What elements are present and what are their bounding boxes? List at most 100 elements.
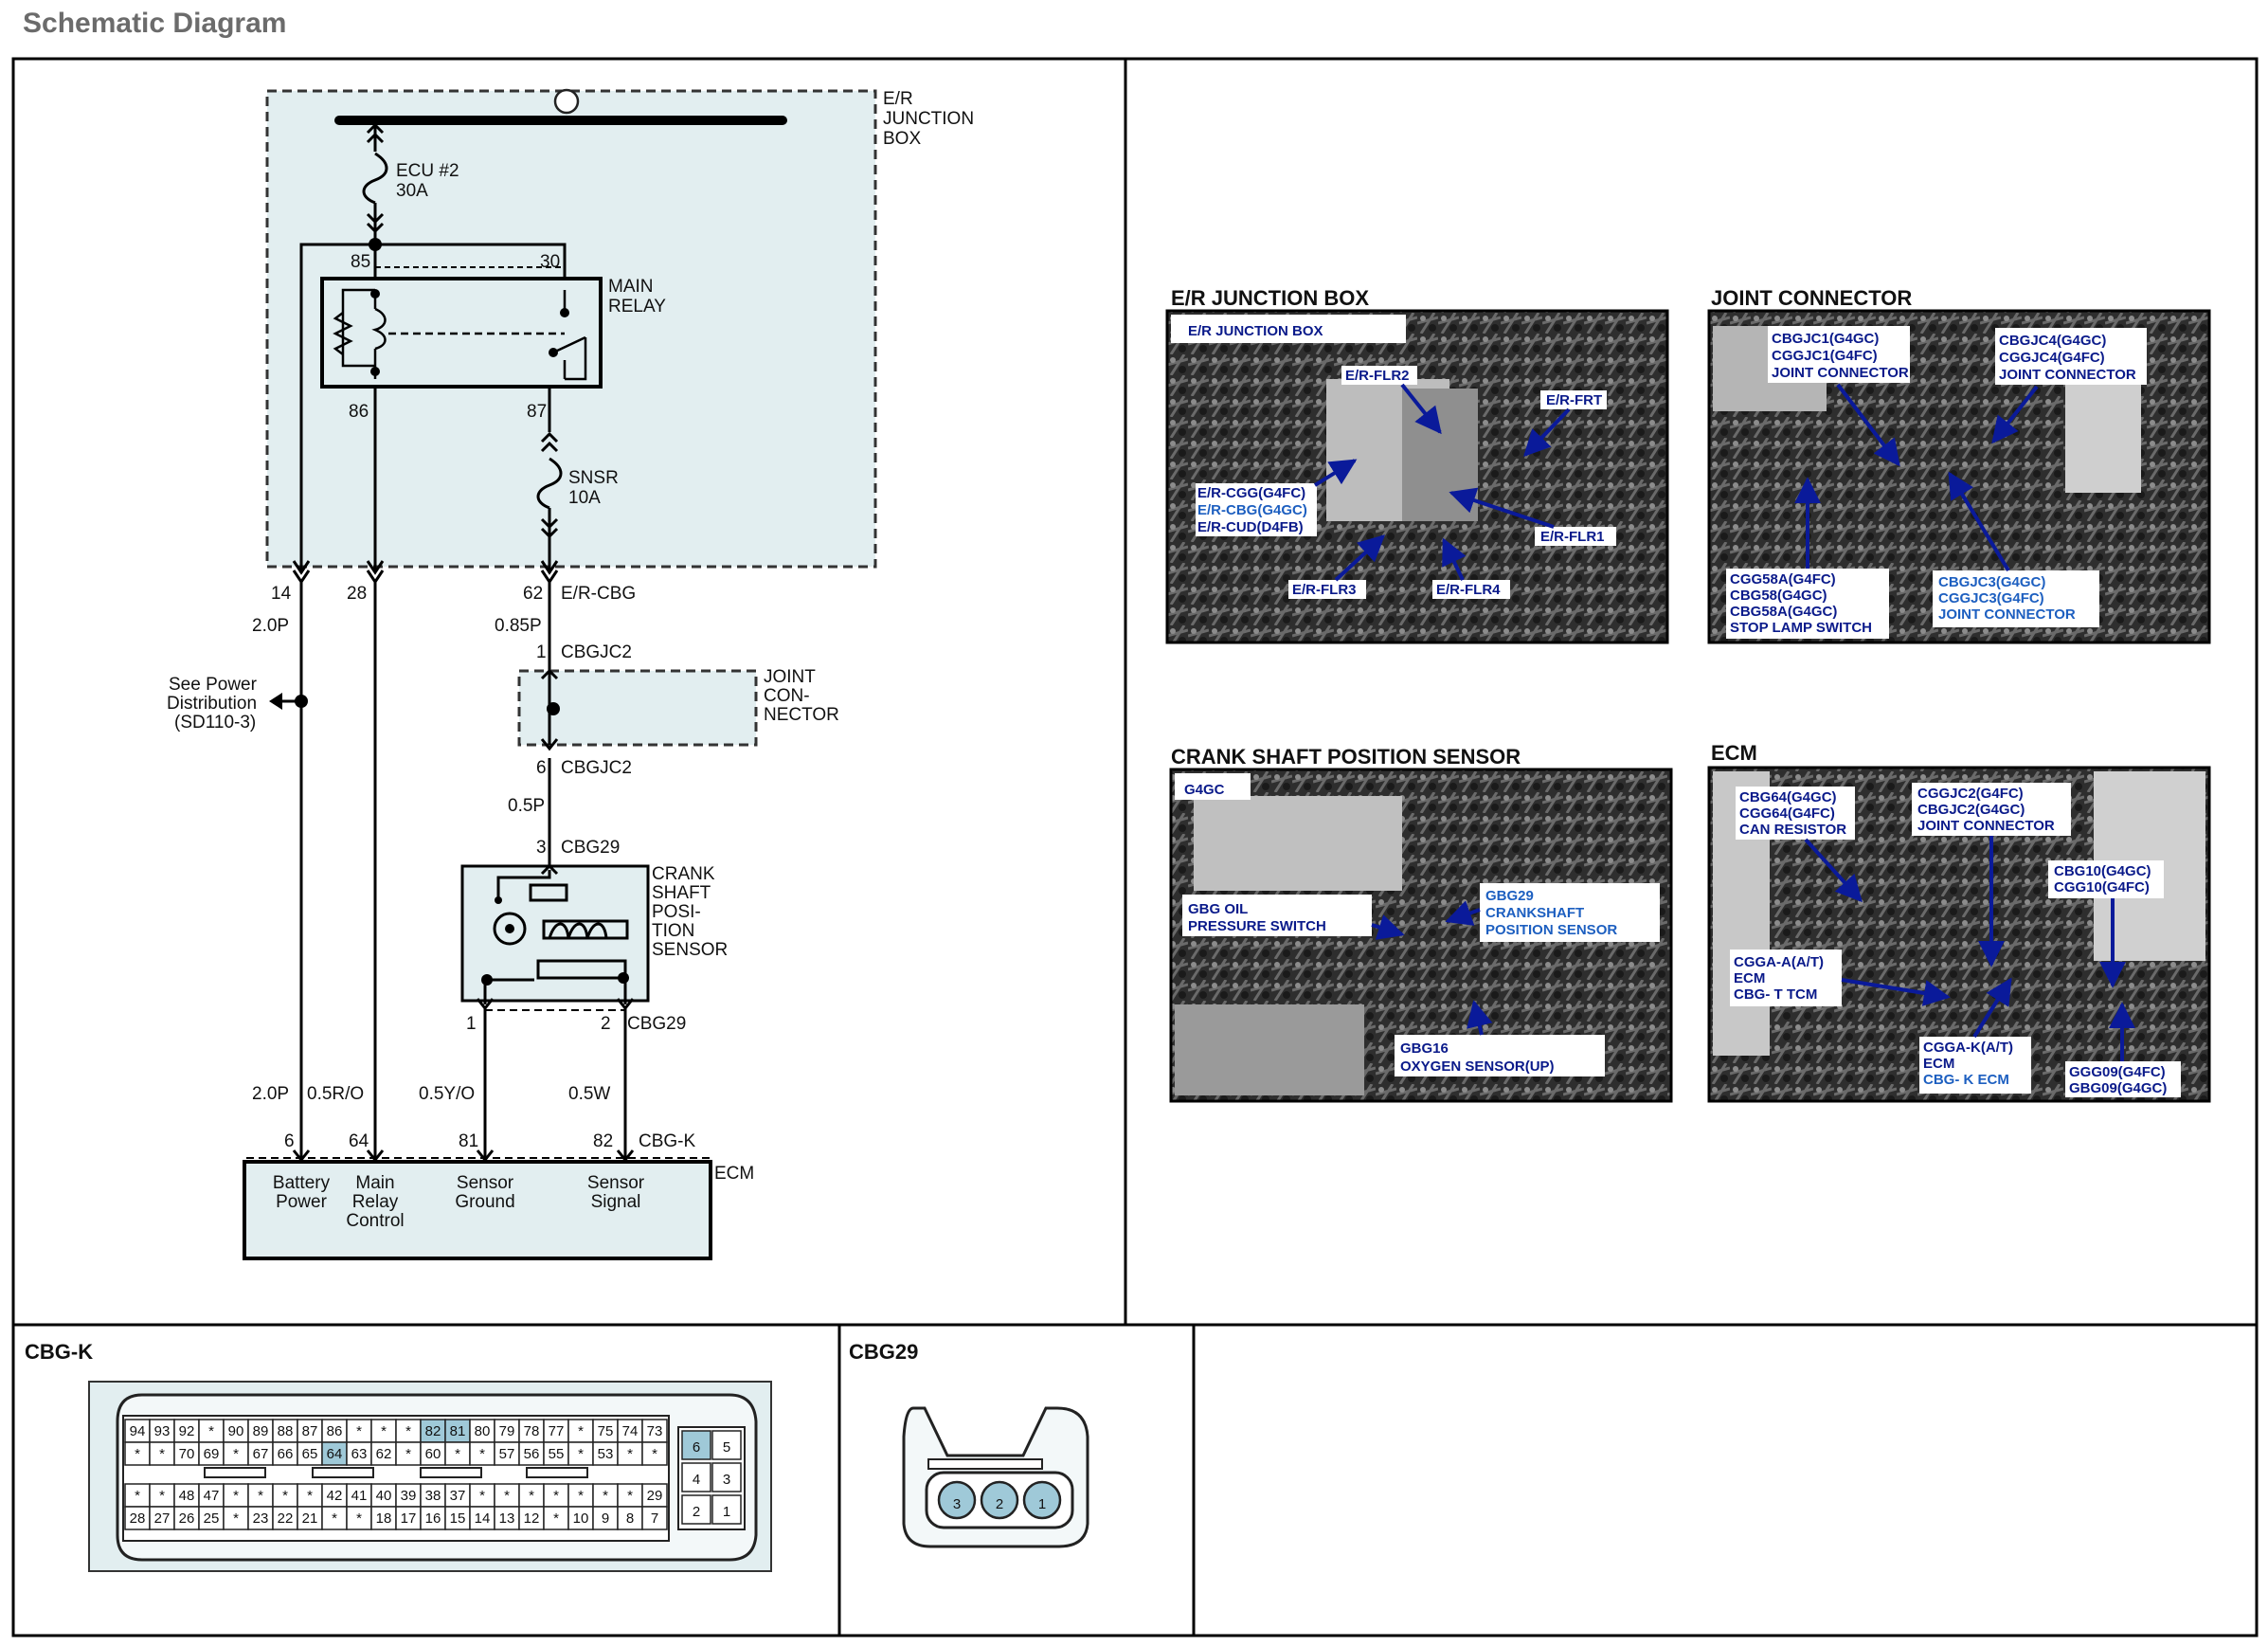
main-relay [320,277,603,389]
label-cbgjc4: CBGJC4(G4GC) [1999,333,2106,349]
cbgk-pin-cell [543,1419,569,1443]
photo-jb-heading: E/R JUNCTION BOX [1171,286,1369,310]
label-cgga-a: CGGA-A(A/T) [1734,954,1824,970]
cbgk-pin-label: 42 [327,1488,343,1504]
cbgk-side-cell [711,1462,742,1492]
harness-wires [299,582,551,1158]
cbgk-pin-label: 87 [302,1423,318,1439]
cbgk-pin-label: * [135,1446,140,1462]
ckp-label-2: SHAFT [652,883,711,903]
ckp-top-conn: CBG29 [561,838,620,858]
cbgk-side-label: 1 [723,1504,730,1520]
joint-connector-label-2: CON- [764,686,810,706]
wire-battery-size: 2.0P [252,616,289,636]
photo-ecm: ECM CBG64(G4GC) CGG64(G4FC) CAN RESISTOR… [1707,741,2211,1103]
fuse2-name: SNSR [568,468,619,488]
label-jc2-name: JOINT CONNECTOR [1917,818,2055,834]
label-gbg29-3: POSITION SENSOR [1485,922,1617,938]
wire-ckp-size: 0.5P [508,796,545,816]
cbgk-side-cell [681,1462,711,1492]
wire-bottom-3: 0.5Y/O [419,1084,475,1104]
cbgk-pin-cell [641,1441,668,1466]
cbgk-pin-label: 16 [425,1510,441,1527]
cbgk-pin-label: 81 [450,1423,466,1439]
cbgk-pin-label: 17 [401,1510,417,1527]
cbgk-pin-cell [124,1483,151,1508]
cbgk-pin-cell [420,1441,446,1466]
junction-box-label-3: BOX [883,129,921,149]
relay-label-1: MAIN [608,277,654,297]
junction-box-label-2: JUNCTION [883,109,974,129]
cbgk-pin-label: * [479,1488,485,1504]
cbg29-pin-label: 1 [1038,1496,1046,1512]
cbgk-pin-label: 21 [302,1510,318,1527]
see-power-3: (SD110-3) [174,713,256,733]
see-power-2: Distribution [167,694,257,714]
cbgk-side-cell [681,1430,711,1460]
joint-connector-label-1: JOINT [764,667,816,687]
label-cbg-t-tcm: CBG- T TCM [1734,986,1817,1003]
cbgk-pin-label: 63 [351,1446,368,1462]
ecm-box [243,1160,712,1260]
relay-wiring [299,243,567,573]
cbgk-pin-label: * [553,1510,559,1527]
cbgk-pin-cell [173,1506,200,1530]
label-cbgjc3: CBGJC3(G4GC) [1938,574,2045,590]
wire-bottom-2: 0.5R/O [307,1084,364,1104]
photo-joint-connector: JOINT CONNECTOR CBGJC1(G4GC) CGGJC1(G4FC… [1707,286,2211,644]
cbgk-pin-label: * [135,1488,140,1504]
cbgk-pin-cell [641,1419,668,1443]
cbgk-pin-label: 77 [549,1423,565,1439]
cbgk-pin-label: * [405,1446,411,1462]
cbg29-pin [1022,1480,1062,1520]
fuse2-rating: 10A [568,488,601,508]
cbgk-pin-cell [494,1419,520,1443]
cbgk-pin-label: 12 [524,1510,540,1527]
cbgk-pin-label: * [479,1446,485,1462]
label-stop-lamp: STOP LAMP SWITCH [1730,620,1872,636]
cbgk-pin-cell [247,1419,274,1443]
label-gbg16-2: OXYGEN SENSOR(UP) [1400,1058,1555,1075]
cbgk-pin-label: 23 [253,1510,269,1527]
cbgk-pin-label: 79 [499,1423,515,1439]
ckp-pin-2: 2 [601,1014,611,1034]
jb-pin-14: 14 [271,584,292,604]
cbgk-pin-cell [567,1506,594,1530]
ecm-pin-81: 81 [459,1131,478,1151]
relay-label-2: RELAY [608,297,666,317]
cbgk-pin-cell [617,1441,643,1466]
photo-jb-inner: E/R JUNCTION BOX [1188,323,1323,339]
cbgk-side-label: 6 [693,1439,700,1456]
see-power-1: See Power [169,675,258,695]
cbgk-pin-label: * [455,1446,460,1462]
cbg29-pin [937,1480,977,1520]
cbgk-pin-label: 64 [327,1446,343,1462]
ecm-ground-1: Sensor [457,1173,514,1193]
wire-bottom-4: 0.5W [568,1084,610,1104]
cbgk-pin-label: 7 [651,1510,658,1527]
relay-pin-87: 87 [527,402,547,422]
label-cbg10: CBG10(G4GC) [2054,863,2151,879]
label-cgg58a: CGG58A(G4FC) [1730,571,1836,588]
cbgk-pin-label: 37 [450,1488,466,1504]
cbgk-pin-label: * [578,1488,584,1504]
cbgk-pin-label: 28 [130,1510,146,1527]
cbgk-pin-cell [173,1441,200,1466]
cbgk-pin-label: * [405,1423,411,1439]
ckp-top-pin: 3 [536,838,547,858]
cbgk-pin-label: 13 [499,1510,515,1527]
cbgk-pin-label: 89 [253,1423,269,1439]
ecm-pin-64: 64 [349,1131,369,1151]
photo-crank-sensor: CRANK SHAFT POSITION SENSOR G4GC GBG OIL… [1169,745,1673,1103]
cbgk-pin-label: 26 [179,1510,195,1527]
cbgk-pin-label: 40 [376,1488,392,1504]
cbgk-pin-label: 73 [647,1423,663,1439]
cbgk-pin-label: 65 [302,1446,318,1462]
label-er-flr4: E/R-FLR4 [1436,582,1501,598]
label-er-frt: E/R-FRT [1546,392,1602,408]
cbgk-pin-cell [198,1441,225,1466]
junction-box-outline [265,89,877,569]
cbgk-pin-label: * [578,1446,584,1462]
label-er-flr1: E/R-FLR1 [1540,529,1605,545]
cbgk-side-cell [711,1494,742,1525]
